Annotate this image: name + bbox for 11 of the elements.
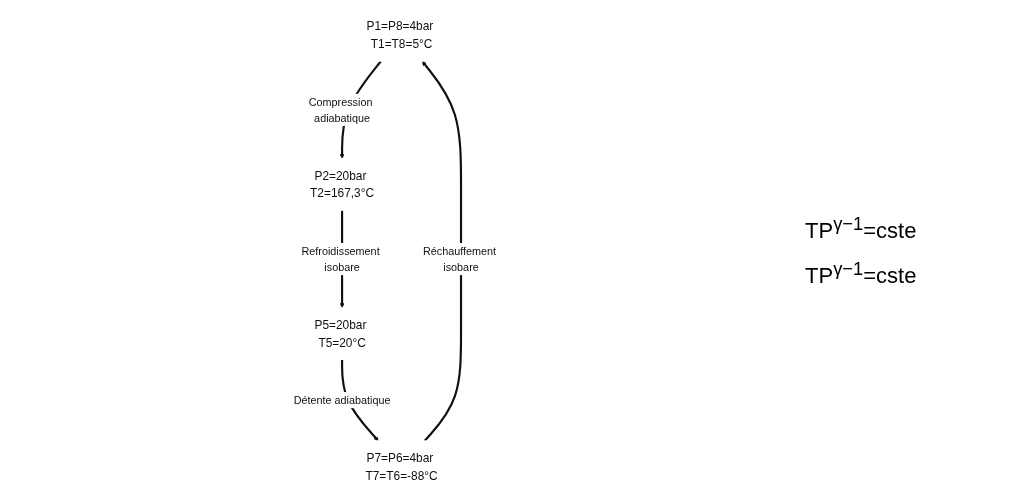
node-text: P1=P8=4bar T1=T8=5°C: [366, 19, 434, 51]
node-text: P5=20bar T5=20°C: [314, 318, 367, 350]
edge-label: Compression adiabatique: [308, 95, 373, 124]
node-text: P7=P6=4bar T7=T6=-88°C: [365, 451, 438, 483]
arrow: [422, 61, 463, 442]
formula-label: TP$^{γ−1}$=cste: [805, 212, 918, 244]
edge-label: Refroidissement isobare: [301, 245, 380, 274]
formula-label: TP$^{γ−1}$=cste: [805, 258, 918, 290]
edge-label: Détente adiabatique: [293, 394, 391, 407]
node-text: P2=20bar T2=167,3°C: [310, 168, 375, 201]
edge-label: Réchauffement isobare: [422, 245, 497, 274]
